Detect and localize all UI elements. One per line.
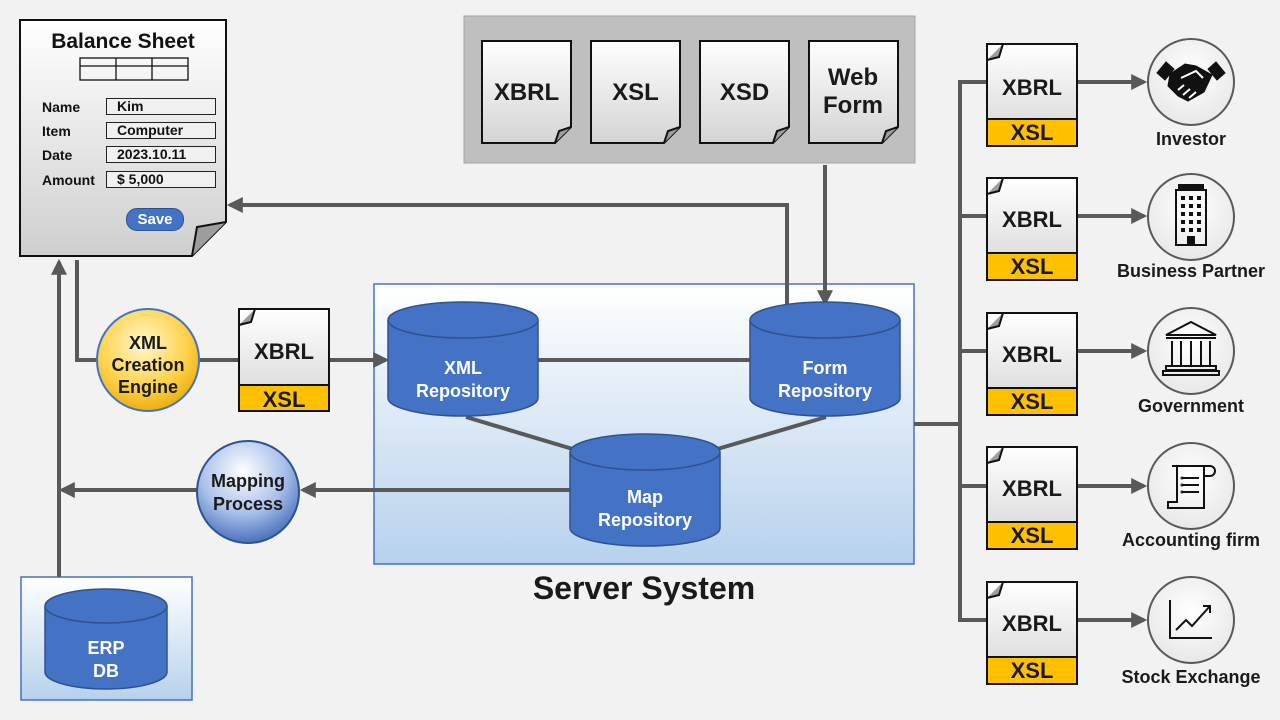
field-label-amount: Amount — [42, 172, 95, 188]
government-label: Government — [1137, 396, 1245, 416]
mapping-process-label: Mapping Process — [211, 471, 285, 514]
tray-documents — [481, 40, 899, 144]
handshake-icon — [1156, 61, 1226, 102]
engine-file-xbrl-label: XBRL — [254, 339, 314, 364]
form-repository-label: Form Repository — [777, 358, 873, 401]
server-system-title: Server System — [532, 570, 756, 606]
recipient-file-5-xbrl-label: XBRL — [1002, 611, 1062, 636]
field-label-date: Date — [42, 147, 73, 163]
building-icon — [1175, 184, 1207, 246]
field-label-item: Item — [42, 123, 71, 139]
name-field[interactable]: Kim — [106, 98, 216, 115]
recipient-file-4-xsl-label: XSL — [1010, 523, 1054, 548]
doc-xbrl-label: XBRL — [493, 79, 560, 106]
recipient-file-2-xbrl-label: XBRL — [1002, 207, 1062, 232]
doc-web-form-label: Web Form — [823, 64, 883, 119]
balance-sheet-title: Balance Sheet — [51, 30, 195, 53]
amount-field[interactable]: $ 5,000 — [106, 171, 216, 188]
accounting-firm-label: Accounting firm — [1122, 530, 1260, 550]
erp-db-label: ERP DB — [87, 638, 125, 681]
recipient-file-3-xbrl-label: XBRL — [1002, 342, 1062, 367]
xml-creation-engine-circle — [96, 308, 200, 412]
connector-sheet-to-engine — [75, 260, 98, 362]
receipt-icon — [1167, 465, 1216, 509]
xml-repository-label: XML Repository — [415, 358, 511, 401]
mapping-process-circle — [196, 440, 300, 544]
xml-repository-cylinder — [387, 301, 539, 417]
recipient-files — [986, 43, 1078, 685]
recipient-file-3-xsl-label: XSL — [1010, 389, 1054, 414]
balance-sheet-table-icon — [79, 57, 189, 81]
date-field[interactable]: 2023.10.11 — [106, 146, 216, 163]
stock-chart-icon — [1169, 600, 1212, 639]
business-partner-circle — [1147, 173, 1235, 261]
save-button[interactable]: Save — [126, 208, 184, 231]
recipient-file-1-xbrl-label: XBRL — [1002, 75, 1062, 100]
map-repository-label: Map Repository — [597, 487, 693, 530]
connector-form-to-sheet — [226, 197, 789, 310]
recipient-file-4-xbrl-label: XBRL — [1002, 476, 1062, 501]
stock-exchange-label: Stock Exchange — [1121, 667, 1261, 687]
doc-xsl-label: XSL — [612, 79, 659, 106]
connector-xml-to-map-repo — [465, 415, 577, 452]
doc-xsd-label: XSD — [719, 79, 770, 106]
item-field[interactable]: Computer — [106, 122, 216, 139]
erp-db-cylinder — [44, 588, 168, 690]
connector-form-to-map-repo — [713, 415, 827, 452]
recipient-file-1-xsl-label: XSL — [1010, 120, 1054, 145]
balance-sheet-fold — [191, 221, 227, 257]
xbrl-xsl-file-engine — [238, 308, 330, 412]
xml-creation-engine-label: XML Creation Engine — [111, 333, 185, 397]
government-building-icon — [1162, 320, 1220, 376]
stock-exchange-circle — [1147, 576, 1235, 664]
form-repository-cylinder — [749, 301, 901, 417]
engine-file-xsl-label: XSL — [262, 387, 306, 412]
map-repository-cylinder — [569, 433, 721, 547]
field-label-name: Name — [42, 99, 81, 115]
investor-label: Investor — [1155, 129, 1227, 149]
recipient-file-5-xsl-label: XSL — [1010, 658, 1054, 683]
recipient-file-2-xsl-label: XSL — [1010, 254, 1054, 279]
business-partner-label: Business Partner — [1116, 261, 1266, 281]
